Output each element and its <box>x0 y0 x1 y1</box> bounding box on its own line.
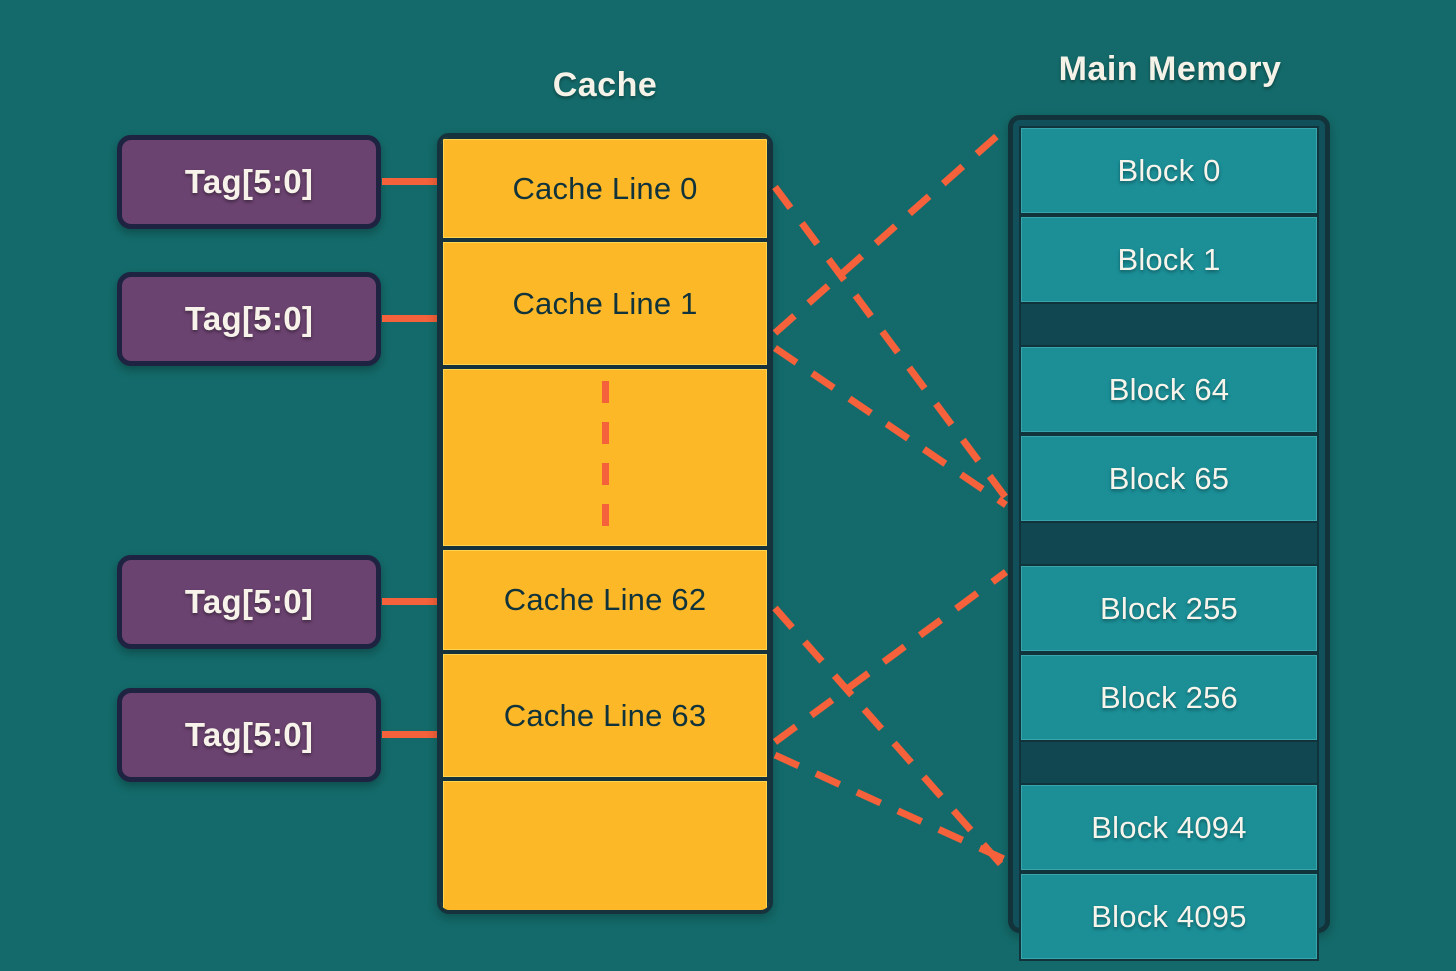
cache-line-label: Cache Line 62 <box>503 582 707 617</box>
memory-block-255[interactable]: Block 255 <box>1019 564 1319 653</box>
mapping-line-cacheline63-block256 <box>772 569 1009 745</box>
memory-group-spacer <box>1019 304 1319 345</box>
mapping-line-cacheline62-block4095 <box>772 605 1009 873</box>
memory-block-label: Block 4095 <box>1091 898 1247 934</box>
memory-block-label: Block 255 <box>1100 590 1238 626</box>
main-memory-column-title: Main Memory <box>1058 50 1282 88</box>
memory-group-spacer <box>1019 523 1319 564</box>
memory-block-4095[interactable]: Block 4095 <box>1019 872 1319 961</box>
cache-line-label: Cache Line 63 <box>503 697 707 733</box>
tag-box-line-63[interactable]: Tag[5:0] <box>117 688 381 782</box>
tag-connector-line-0 <box>382 178 439 185</box>
cache-lines-ellipsis-cell <box>441 367 769 548</box>
memory-block-label: Block 256 <box>1100 679 1238 715</box>
memory-block-256[interactable]: Block 256 <box>1019 653 1319 742</box>
tag-box-line-1[interactable]: Tag[5:0] <box>117 272 381 366</box>
cache-line-1[interactable]: Cache Line 1 <box>441 240 769 367</box>
memory-block-4094[interactable]: Block 4094 <box>1019 783 1319 872</box>
mapping-line-cacheline63-block4094 <box>773 751 1008 864</box>
tag-label: Tag[5:0] <box>184 300 314 337</box>
tag-connector-line-62 <box>382 598 439 605</box>
tag-label: Tag[5:0] <box>184 583 314 620</box>
memory-block-label: Block 64 <box>1108 371 1230 407</box>
memory-group-spacer <box>1019 742 1319 783</box>
cache-line-0[interactable]: Cache Line 0 <box>441 137 769 240</box>
vertical-ellipsis-icon <box>602 381 609 534</box>
cache-line-label: Cache Line 0 <box>512 170 698 206</box>
main-memory-column: Block 0 Block 1 Block 64 Block 65 Block … <box>1008 115 1330 961</box>
memory-block-64[interactable]: Block 64 <box>1019 345 1319 434</box>
tag-box-line-62[interactable]: Tag[5:0] <box>117 555 381 649</box>
tag-label: Tag[5:0] <box>184 163 314 200</box>
memory-block-label: Block 1 <box>1117 241 1221 277</box>
mapping-line-cacheline1-block255 <box>773 345 1008 508</box>
mapping-line-cacheline1-block0 <box>772 125 1009 336</box>
tag-connector-line-1 <box>382 315 439 322</box>
tag-box-line-0[interactable]: Tag[5:0] <box>117 135 381 229</box>
memory-block-label: Block 65 <box>1108 460 1230 496</box>
tag-label: Tag[5:0] <box>184 716 314 753</box>
cache-line-62[interactable]: Cache Line 62 <box>441 548 769 652</box>
memory-block-label: Block 0 <box>1117 152 1221 188</box>
cache-line-63[interactable]: Cache Line 63 <box>441 652 769 779</box>
memory-block-0[interactable]: Block 0 <box>1019 126 1319 215</box>
cache-line-label: Cache Line 1 <box>512 285 698 321</box>
cache-empty-cell <box>441 779 769 910</box>
cache-column-title: Cache <box>552 66 658 104</box>
memory-block-label: Block 4094 <box>1091 809 1247 845</box>
tag-connector-line-63 <box>382 731 439 738</box>
mapping-line-cacheline0-block65 <box>772 184 1009 501</box>
cache-column: Cache Line 0 Cache Line 1 Cache Line 62 … <box>437 133 773 914</box>
memory-block-65[interactable]: Block 65 <box>1019 434 1319 523</box>
memory-block-1[interactable]: Block 1 <box>1019 215 1319 304</box>
